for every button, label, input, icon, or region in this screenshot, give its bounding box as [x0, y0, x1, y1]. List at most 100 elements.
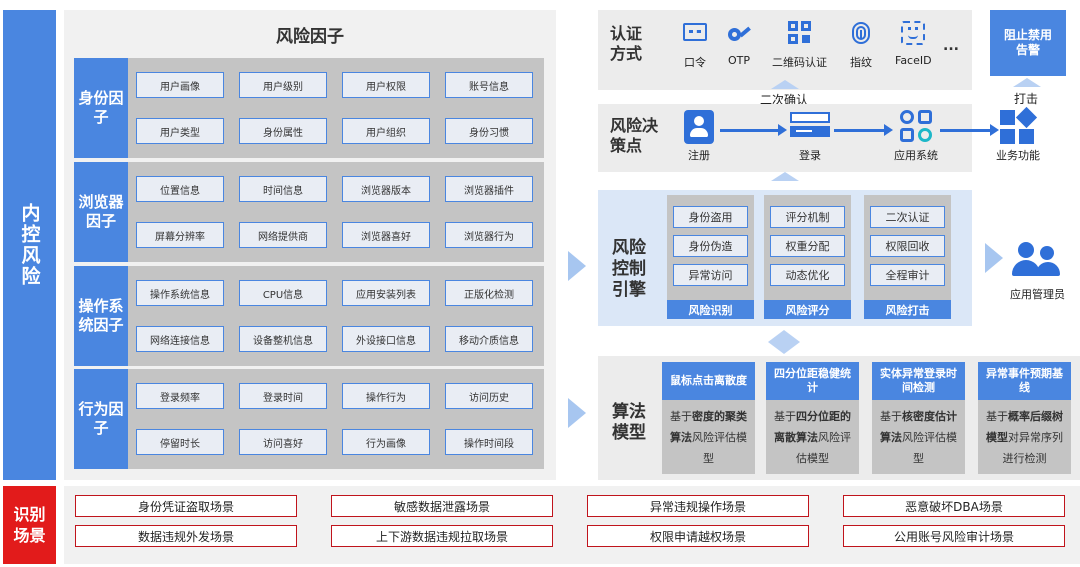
factor-item: 用户组织	[342, 118, 430, 144]
auth-method: 二维码认证	[772, 20, 827, 70]
scene-item: 数据违规外发场景	[75, 525, 297, 547]
factor-item: 用户级别	[239, 72, 327, 98]
factor-item: 访问喜好	[239, 429, 327, 455]
factor-item: 操作系统信息	[136, 280, 224, 306]
auth-method-label: 指纹	[850, 56, 872, 69]
factor-to-algo-arrow	[568, 398, 586, 428]
factor-group-title: 行为因子	[74, 369, 128, 469]
engine-item: 身份盗用	[673, 206, 748, 228]
algorithm-description: 基于密度的聚类算法风险评估模型	[668, 406, 749, 469]
qr-code-icon	[787, 20, 813, 46]
arrow-register-login	[720, 129, 782, 132]
factor-item: 网络连接信息	[136, 326, 224, 352]
step-register: 注册	[684, 110, 714, 163]
arrow-login-app	[834, 129, 888, 132]
factor-item: 操作行为	[342, 383, 430, 409]
factor-item: 浏览器版本	[342, 176, 430, 202]
algorithm-desc-post: 风险评估模型	[692, 431, 747, 465]
secondary-confirm-arrow	[771, 80, 799, 89]
password-icon	[682, 20, 708, 46]
factor-item: 正版化检测	[445, 280, 533, 306]
factor-item: 应用安装列表	[342, 280, 430, 306]
algorithm-desc-pre: 基于	[986, 410, 1008, 423]
auth-more: ...	[943, 38, 959, 54]
scene-label-line2: 场景	[13, 526, 46, 545]
factor-item: 行为画像	[342, 429, 430, 455]
face-id-icon	[900, 20, 926, 46]
engine-column: 身份盗用身份伪造异常访问风险识别	[667, 195, 754, 319]
auth-method-label: 二维码认证	[772, 56, 827, 69]
engine-column-footer: 风险识别	[667, 300, 754, 319]
step-register-label: 注册	[688, 149, 710, 162]
factor-item: 访问历史	[445, 383, 533, 409]
scene-identification-label: 识别 场景	[3, 486, 56, 564]
scene-item: 异常违规操作场景	[587, 495, 809, 517]
engine-item: 权限回收	[870, 235, 945, 257]
factor-item: 移动介质信息	[445, 326, 533, 352]
engine-column: 评分机制权重分配动态优化风险评分	[764, 195, 851, 319]
auth-method: FaceID	[895, 20, 932, 67]
algorithm-desc-bold: 四分位距的离散算法	[774, 410, 851, 444]
block-disable-alert-box: 阻止禁用告警	[990, 10, 1066, 76]
factor-group: 浏览器因子位置信息时间信息浏览器版本浏览器插件屏幕分辨率网络提供商浏览器喜好浏览…	[74, 162, 544, 262]
algorithm-desc-bold: 密度的聚类算法	[670, 410, 747, 444]
arrow-head-register-login	[778, 124, 787, 136]
algorithm-title: 鼠标点击离散度	[662, 362, 755, 400]
factor-group-title: 身份因子	[74, 58, 128, 158]
algorithm-description: 基于核密度估计算法风险评估模型	[878, 406, 959, 469]
engine-column-footer: 风险评分	[764, 300, 851, 319]
strike-label: 打击	[1014, 92, 1039, 106]
arrow-app-business	[940, 129, 994, 132]
auth-method: OTP	[726, 20, 752, 67]
auth-method: 口令	[682, 20, 708, 70]
factor-item: 登录时间	[239, 383, 327, 409]
engine-column-footer: 风险打击	[864, 300, 951, 319]
engine-to-admin-arrow	[985, 243, 1003, 273]
arrow-head-app-business	[990, 124, 999, 136]
factor-item: 登录频率	[136, 383, 224, 409]
engine-to-decision-arrow	[771, 172, 799, 181]
factor-item: 时间信息	[239, 176, 327, 202]
step-app-system-label: 应用系统	[894, 149, 938, 162]
factor-item: 外设接口信息	[342, 326, 430, 352]
factor-item: 用户画像	[136, 72, 224, 98]
register-icon	[684, 110, 714, 144]
factor-item: 屏幕分辨率	[136, 222, 224, 248]
factor-item: 浏览器插件	[445, 176, 533, 202]
factor-item: 浏览器喜好	[342, 222, 430, 248]
step-login-label: 登录	[799, 149, 821, 162]
scene-item: 上下游数据违规拉取场景	[331, 525, 553, 547]
algorithm-column: 四分位距稳健统计基于四分位距的离散算法风险评估模型	[766, 362, 859, 474]
factor-item: 停留时长	[136, 429, 224, 455]
algorithm-title: 四分位距稳健统计	[766, 362, 859, 400]
business-function-icon	[1000, 106, 1038, 144]
algorithm-title: 异常事件预期基线	[978, 362, 1071, 400]
algorithm-description: 基于四分位距的离散算法风险评估模型	[772, 406, 853, 469]
factor-item: 浏览器行为	[445, 222, 533, 248]
risk-factor-title: 风险因子	[276, 26, 344, 47]
admin-box: 应用管理员	[1010, 240, 1065, 302]
algorithm-desc-bold: 核密度估计算法	[880, 410, 957, 444]
algorithm-label: 算法模型	[612, 402, 646, 443]
engine-item: 身份伪造	[673, 235, 748, 257]
algorithm-desc-pre: 基于	[880, 410, 902, 423]
algorithm-desc-post: 风险评估模型	[902, 431, 957, 465]
algorithm-desc-post: 对异常序列进行检测	[1002, 431, 1064, 465]
admin-label: 应用管理员	[1010, 288, 1065, 301]
algorithm-column: 鼠标点击离散度基于密度的聚类算法风险评估模型	[662, 362, 755, 474]
factor-item: 用户权限	[342, 72, 430, 98]
algorithm-desc-pre: 基于	[670, 410, 692, 423]
step-login: 登录	[790, 112, 830, 163]
key-icon	[726, 20, 752, 46]
auth-method: 指纹	[848, 20, 874, 70]
scene-item: 公用账号风险审计场景	[843, 525, 1065, 547]
step-business: 业务功能	[996, 106, 1040, 163]
algorithm-column: 实体异常登录时间检测基于核密度估计算法风险评估模型	[872, 362, 965, 474]
scene-item: 恶意破坏DBA场景	[843, 495, 1065, 517]
factor-group-title: 浏览器因子	[74, 162, 128, 262]
admin-users-icon	[1011, 240, 1064, 278]
engine-label: 风险控制引擎	[612, 238, 646, 300]
factor-item: CPU信息	[239, 280, 327, 306]
internal-control-risk-label: 内控风险	[3, 10, 56, 480]
